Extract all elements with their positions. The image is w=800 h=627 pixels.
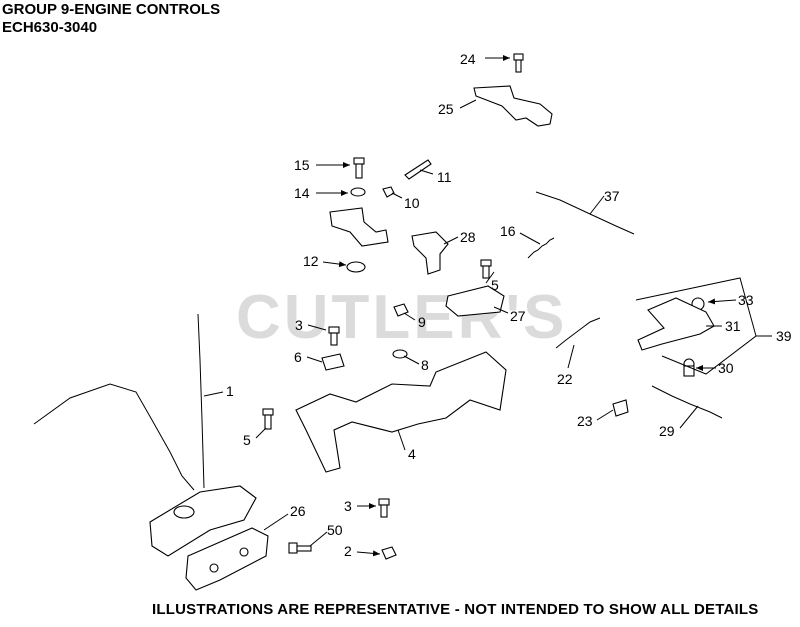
- callout-33: 33: [738, 292, 754, 308]
- part-lever: [329, 207, 389, 247]
- part-50-bolt: [288, 542, 312, 554]
- part-5-bolt-lower: [262, 408, 274, 430]
- part-30-pin: [683, 358, 695, 377]
- part-16-spring: [527, 237, 555, 259]
- part-8-washer: [392, 349, 408, 359]
- part-12-washer: [346, 261, 366, 273]
- part-3-bolt-lower: [378, 498, 390, 518]
- part-31-lever: [637, 297, 715, 351]
- part-23-clip: [612, 399, 629, 417]
- part-14-washer: [350, 187, 366, 197]
- part-25-bracket: [473, 85, 553, 127]
- part-1-cable: [33, 383, 195, 491]
- callout-4: 4: [408, 446, 416, 462]
- part-10-nut: [382, 186, 395, 198]
- callout-3b: 3: [344, 498, 352, 514]
- callout-27: 27: [510, 308, 526, 324]
- callout-9: 9: [418, 314, 426, 330]
- callout-5b: 5: [243, 432, 251, 448]
- part-3-bolt-mid: [328, 326, 340, 346]
- watermark: CUTLER'S: [236, 283, 568, 352]
- callout-3a: 3: [295, 317, 303, 333]
- diagram-title: GROUP 9-ENGINE CONTROLS: [2, 1, 221, 18]
- callout-10: 10: [404, 195, 420, 211]
- part-2-nut: [381, 546, 397, 560]
- callout-1: 1: [226, 383, 234, 399]
- callout-24: 24: [460, 51, 476, 67]
- part-11-pin: [404, 159, 432, 180]
- part-4-main-bracket: [295, 351, 507, 473]
- part-6-clip: [321, 353, 345, 371]
- part-24-bolt: [513, 53, 524, 73]
- callout-16: 16: [500, 223, 516, 239]
- callout-11: 11: [437, 169, 452, 185]
- callout-25: 25: [438, 101, 454, 117]
- part-29-spring: [651, 385, 723, 419]
- callout-8: 8: [421, 357, 429, 373]
- callout-2: 2: [344, 543, 352, 559]
- callout-5a: 5: [491, 277, 499, 293]
- model-number: ECH630-3040: [2, 19, 98, 36]
- callout-50: 50: [327, 522, 343, 538]
- part-26-plate: [185, 527, 269, 591]
- callout-29: 29: [659, 423, 675, 439]
- callout-22: 22: [557, 371, 573, 387]
- part-27-plate: [445, 285, 505, 317]
- callout-23: 23: [577, 413, 593, 429]
- disclaimer-footer: ILLUSTRATIONS ARE REPRESENTATIVE - NOT I…: [152, 601, 759, 618]
- callout-28: 28: [460, 229, 476, 245]
- callout-12: 12: [303, 253, 319, 269]
- part-28-bracket: [411, 231, 449, 275]
- part-1-base: [149, 485, 257, 557]
- callout-31: 31: [725, 318, 741, 334]
- callout-26: 26: [290, 503, 306, 519]
- callout-14: 14: [294, 185, 310, 201]
- part-5-bolt-upper: [480, 259, 492, 279]
- callout-39: 39: [776, 328, 792, 344]
- callout-30: 30: [718, 360, 734, 376]
- part-1-lever-rod: [197, 313, 205, 489]
- callout-6: 6: [294, 349, 302, 365]
- part-22-spring: [555, 317, 601, 349]
- callout-15: 15: [294, 157, 310, 173]
- part-15-bolt: [353, 157, 365, 179]
- callout-37: 37: [604, 188, 620, 204]
